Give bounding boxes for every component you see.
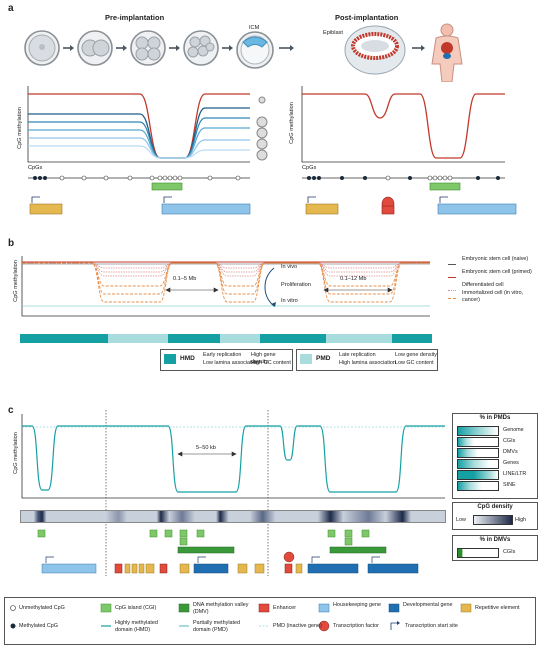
adult-body-icon [431, 23, 463, 82]
legend-pmd: Partially methylated domain (PMD) [193, 620, 241, 633]
icm-label: ICM [249, 25, 260, 31]
pmd-key: PMD Late replication High lamina associa… [296, 349, 438, 371]
panel-a-methylation-plots [27, 86, 517, 215]
cpgs-label-left: CpGs [28, 165, 43, 171]
legend-esc-primed: Embryonic stem cell (primed) [462, 269, 532, 275]
bottom-legend: Unmethylated CpG Methylated CpG CpG isla… [4, 597, 536, 645]
epiblast-icon [344, 25, 406, 75]
two-cell-icon [77, 30, 113, 66]
legend-cgi: CpG island (CGI) [115, 605, 157, 611]
legend-dmv: DNA methylation valley (DMV) [193, 602, 249, 615]
span-label: 5–50 kb [196, 445, 216, 451]
in-vitro-label: In vitro [281, 298, 298, 304]
panel-c-feature-tracks [37, 529, 419, 574]
four-cell-icon [130, 30, 166, 66]
hmd-label: HMD [180, 355, 195, 362]
dmv-percent-box: % in DMVs CGIs [452, 535, 538, 561]
legend-pmd-inactive: PMD (inactive gene) [273, 623, 322, 629]
hmd-key: HMD Early replication Low lamina associa… [160, 349, 293, 371]
pmd-label: PMD [316, 355, 331, 362]
legend-methylated: Methylated CpG [19, 623, 58, 629]
panel-a-label: a [8, 3, 14, 14]
stage-icons [256, 96, 268, 161]
legend-enhancer: Enhancer [273, 605, 297, 611]
legend-symbols [10, 603, 472, 632]
legend-tf: Transcription factor [333, 623, 379, 629]
cpg-dots-right [307, 175, 500, 181]
legend-housekeeping: Housekeeping gene [333, 602, 381, 608]
span-right-label: 0.1–12 Mb [340, 276, 367, 282]
morula-icon [183, 30, 219, 66]
blastocyst-icon [236, 31, 274, 69]
cpgs-label-right: CpGs [302, 165, 317, 171]
cpg-dots-left [33, 175, 241, 181]
cpg-density-box: CpG density Low High [452, 502, 538, 530]
legend-immortalized: Immortalized cell (in vitro, cancer) [462, 290, 524, 303]
panel-b-label: b [8, 238, 15, 249]
panel-c-methylation-plot [21, 410, 445, 576]
legend-tss: Transcription start site [405, 623, 458, 629]
legend-esc-naive: Embryonic stem cell (naive) [462, 256, 529, 262]
legend-hmd: Highly methylated domain (HMD) [115, 620, 158, 633]
transcription-factor-icon [381, 196, 395, 215]
epiblast-label: Epiblast [323, 30, 343, 36]
span-left-label: 0.1–5 Mb [173, 276, 197, 282]
domain-bar [20, 334, 432, 343]
pmd-percent-box: % in PMDs Genome CGIs DMVs Genes LINE/LT… [452, 413, 538, 499]
post-implantation-title: Post-implantation [335, 13, 399, 22]
proliferation-label: Proliferation [281, 282, 311, 288]
legend-repetitive: Repetitive element [475, 605, 520, 611]
pre-implantation-title: Pre-implantation [105, 13, 165, 22]
in-vivo-label: In vivo [281, 264, 298, 270]
cpg-density-track [20, 510, 446, 523]
panel-c-label: c [8, 405, 14, 416]
legend-differentiated: Differentiated cell [462, 282, 504, 288]
zygote-icon [24, 30, 60, 66]
legend-developmental: Developmental gene [403, 602, 453, 608]
tf-marker-icon [283, 551, 295, 574]
embryo-illustrations [24, 23, 463, 82]
legend-unmethylated: Unmethylated CpG [19, 605, 65, 611]
panel-b-methylation-plot [21, 256, 430, 317]
